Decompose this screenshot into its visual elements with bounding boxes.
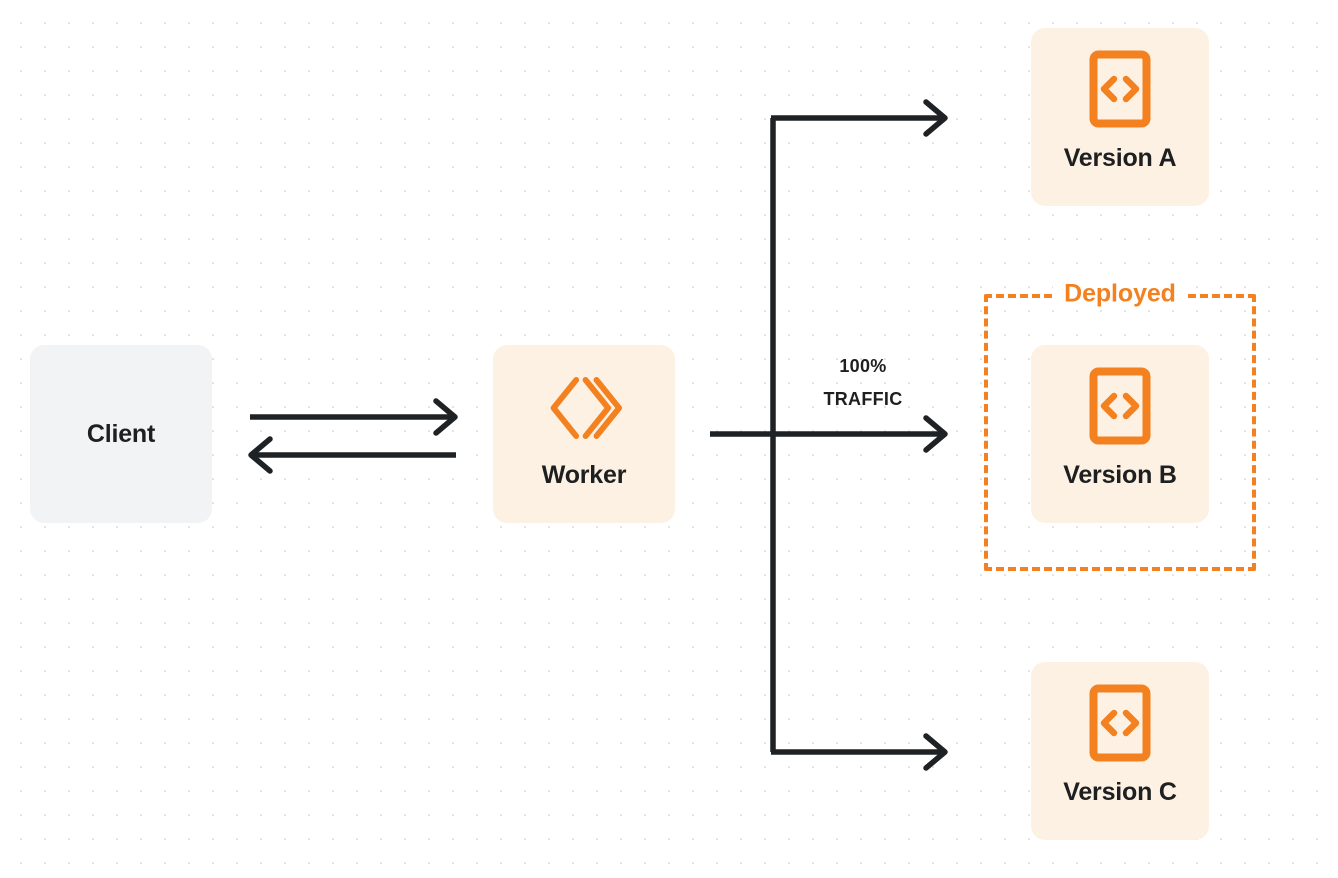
version-a-node[interactable]: Version A	[1031, 28, 1209, 206]
traffic-label: 100% TRAFFIC	[793, 350, 933, 417]
version-a-label: Version A	[1063, 144, 1177, 172]
request-arrow	[250, 398, 458, 436]
code-file-icon	[1089, 684, 1151, 762]
deployed-label: Deployed	[1053, 281, 1187, 307]
code-file-icon	[1089, 367, 1151, 445]
deployed-frame: Deployed	[984, 281, 1256, 571]
version-b-node[interactable]: Version B	[1031, 345, 1209, 523]
traffic-percent: 100%	[839, 356, 887, 376]
branch-arrow-version-c	[771, 733, 948, 771]
worker-node[interactable]: Worker	[493, 345, 675, 523]
response-arrow	[248, 436, 456, 474]
version-c-label: Version C	[1063, 778, 1177, 806]
branch-arrow-version-b	[710, 415, 948, 453]
traffic-unit-label: TRAFFIC	[823, 389, 903, 410]
worker-label: Worker	[541, 461, 627, 489]
client-node[interactable]: Client	[30, 345, 212, 523]
client-label: Client	[86, 419, 156, 448]
version-b-label: Version B	[1063, 461, 1177, 489]
version-c-node[interactable]: Version C	[1031, 662, 1209, 840]
cloudflare-workers-logo-icon	[550, 376, 623, 440]
code-file-icon	[1089, 50, 1151, 128]
branch-arrow-version-a	[771, 99, 948, 137]
